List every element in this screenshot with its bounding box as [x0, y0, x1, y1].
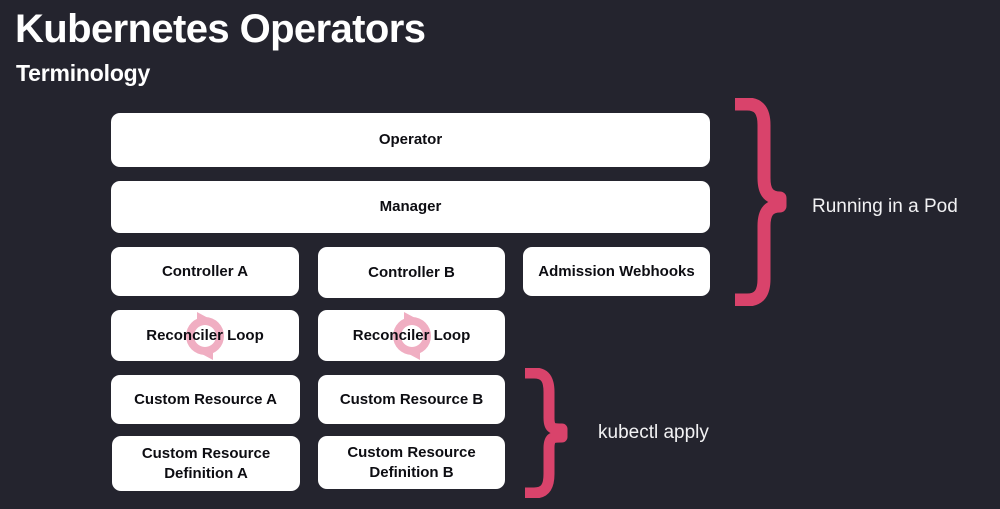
box-label-line2: Definition B [369, 463, 454, 481]
box-controller-b[interactable]: Controller B [318, 247, 505, 298]
box-label: Custom Resource A [134, 390, 277, 408]
annotation-label-kubectl-apply: kubectl apply [598, 422, 709, 443]
page-subtitle: Terminology [16, 60, 151, 86]
curly-brace-kubectl-apply [523, 368, 573, 498]
box-label: Operator [378, 131, 443, 148]
box-label-line1: Custom Resource [347, 443, 476, 461]
box-label: Admission Webhooks [538, 262, 695, 280]
page-title: Kubernetes Operators [15, 7, 426, 51]
box-label: Reconciler Loop [146, 326, 264, 344]
box-reconciler-loop-a[interactable]: Reconciler Loop [111, 310, 299, 361]
box-reconciler-loop-b[interactable]: Reconciler Loop [318, 310, 505, 361]
curly-brace-running-in-a-pod [733, 98, 793, 306]
annotation-label-running-in-a-pod: Running in a Pod [812, 196, 958, 217]
box-custom-resource-definition-b[interactable]: Custom Resource Definition B [318, 436, 505, 489]
box-custom-resource-b[interactable]: Custom Resource B [318, 375, 505, 424]
box-label: Controller A [161, 262, 249, 280]
box-custom-resource-definition-a[interactable]: Custom Resource Definition A [112, 436, 300, 491]
box-custom-resource-a[interactable]: Custom Resource A [111, 375, 300, 424]
box-controller-a[interactable]: Controller A [111, 247, 299, 296]
box-label: Reconciler Loop [352, 326, 471, 344]
box-label: Custom Resource B [339, 390, 484, 408]
box-label: Controller B [368, 263, 455, 281]
box-operator[interactable]: Operator [111, 113, 710, 167]
box-label: Manager [379, 198, 442, 215]
box-manager[interactable]: Manager [111, 181, 710, 233]
box-label-line1: Custom Resource [141, 444, 271, 462]
box-admission-webhooks[interactable]: Admission Webhooks [523, 247, 710, 296]
box-label-line2: Definition A [164, 464, 248, 482]
